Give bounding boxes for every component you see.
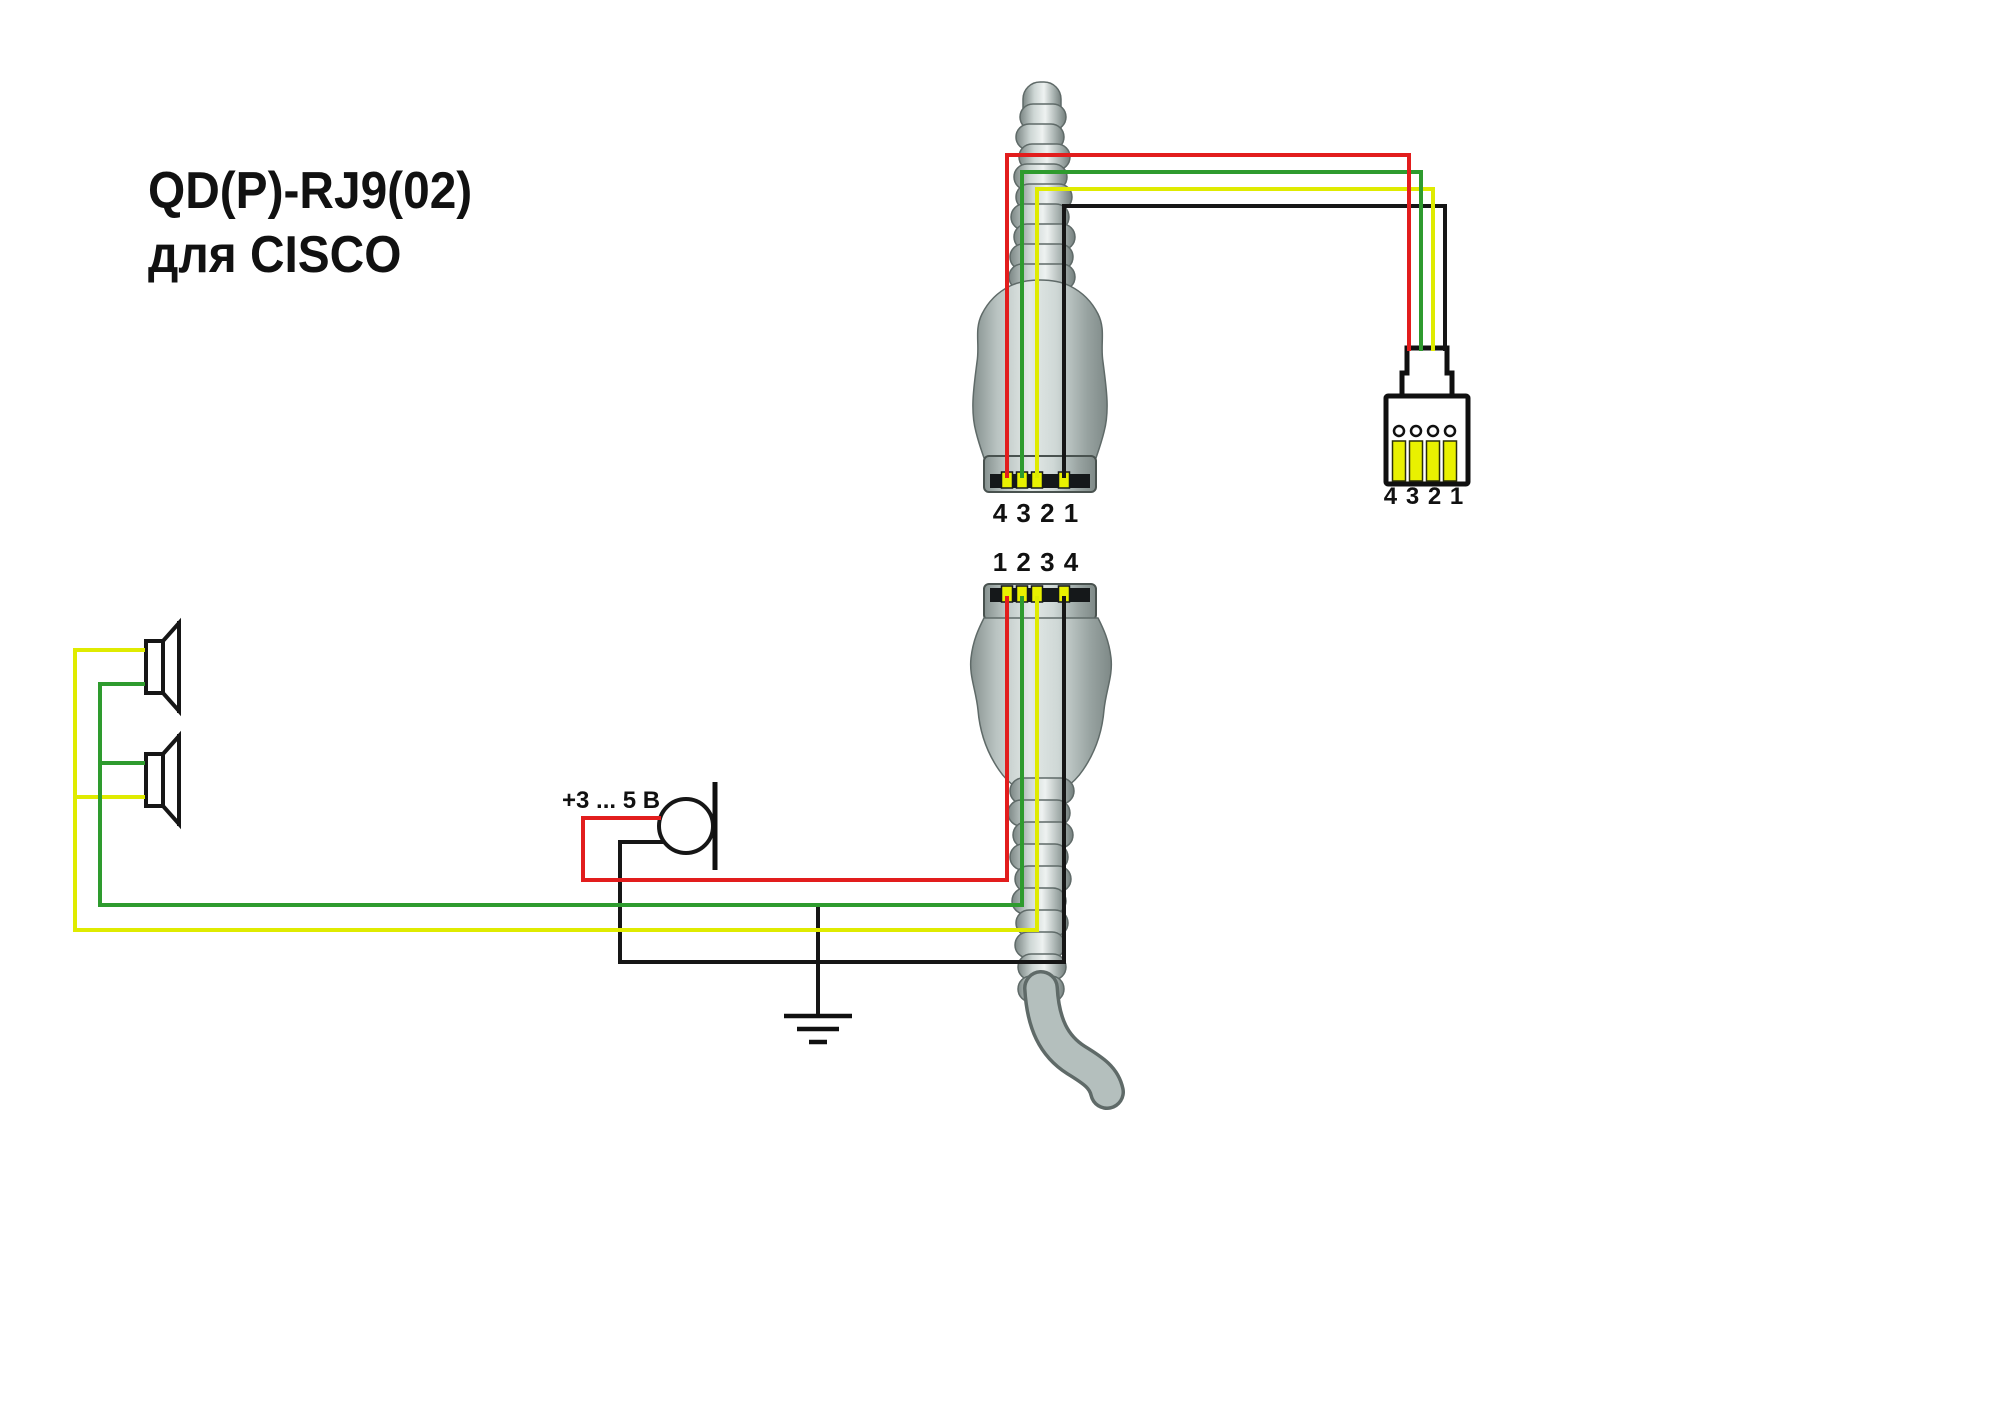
rj9-pins — [1391, 440, 1458, 482]
ground-symbol — [784, 1013, 852, 1045]
page-title: QD(P)-RJ9(02) для CISCO — [148, 161, 472, 283]
qd-bottom-face — [983, 583, 1097, 621]
qd-top-face — [983, 455, 1097, 493]
title-line-1: QD(P)-RJ9(02) — [148, 161, 472, 219]
title-line-2: для CISCO — [148, 225, 401, 283]
mic-voltage-label: +3 ... 5 В — [562, 787, 660, 814]
wire-red-top — [1005, 153, 1411, 478]
wire-yellow-bottom — [73, 596, 1039, 932]
wire-yellow-top — [1035, 187, 1435, 478]
rj9-pin-labels: 4 3 2 1 — [1384, 483, 1464, 510]
qd-top-body — [972, 279, 1108, 459]
rj9-connector — [1383, 345, 1471, 487]
speaker-top — [144, 617, 181, 717]
wire-black-top — [1062, 204, 1447, 478]
wire-green-top — [1020, 170, 1423, 478]
speaker-top-magnet — [144, 639, 165, 695]
qd-top-pin-labels: 4 3 2 1 — [993, 498, 1080, 528]
wire-black-bottom — [618, 596, 1066, 1014]
rj9-pin-guides — [1392, 424, 1457, 438]
wire-green-bottom — [98, 596, 1024, 907]
speaker-bottom-cone — [161, 730, 181, 830]
rj9-latch — [1399, 345, 1455, 398]
qd-bottom-pin-labels: 1 2 3 4 — [993, 547, 1080, 577]
microphone-capsule — [657, 797, 715, 855]
wire-red-bottom — [581, 596, 1009, 882]
speaker-bottom — [144, 730, 181, 830]
wires — [73, 153, 1447, 1014]
speaker-bottom-magnet — [144, 752, 165, 808]
cable-tail — [1026, 973, 1122, 1107]
speaker-top-cone — [161, 617, 181, 717]
microphone — [657, 782, 718, 870]
